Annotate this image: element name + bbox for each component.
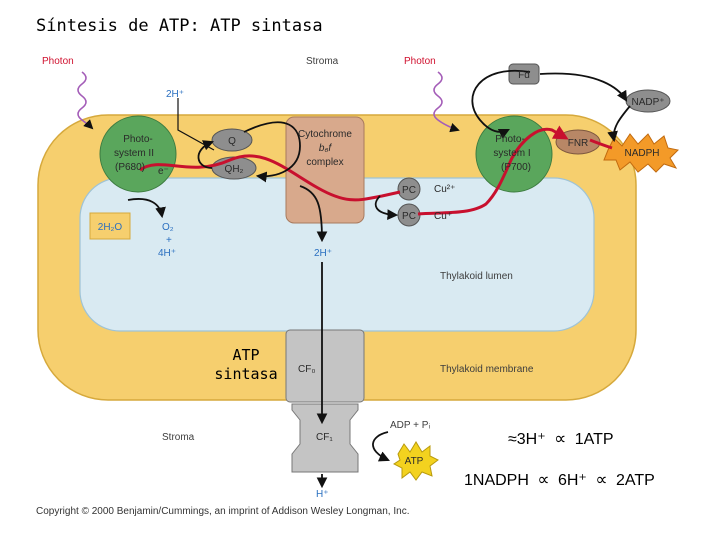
photosystem-ii [99,115,177,193]
water-splitting-arrow [127,198,166,219]
plastocyanin-upper [397,177,421,201]
electron-path-fnr [589,138,613,150]
photon-left-label: Photon [42,56,74,67]
stoichiometry-equation-2: 1NADPH ∝ 6H⁺ ∝ 2ATP [464,470,655,490]
pc-cycle-arrow [374,195,399,220]
cytochrome-label-line3: complex [306,157,343,168]
h2-lumen-label: 2H⁺ [314,248,332,259]
eq1-right: 1ATP [574,431,614,448]
adp-pi-label: ADP + Pᵢ [390,420,430,431]
membrane-label: Thylakoid membrane [440,364,534,375]
copyright-notice: Copyright © 2000 Benjamin/Cummings, an i… [36,506,410,517]
o2-label: O₂ [162,222,174,233]
eq2-atp: 2ATP [615,472,655,489]
pc-lower-label: PC [402,211,416,222]
stroma-top-label: Stroma [306,56,339,67]
cf1-label: CF₁ [316,432,333,443]
nadph-burst [603,133,680,173]
eq1-left: ≈3H⁺ [508,431,546,448]
q-cycle-arrow [243,121,301,183]
eq1-relation-symbol: ∝ [554,429,567,448]
psi-label-line1: Photo- [495,134,524,145]
atp-synthase-cf1 [291,403,359,473]
pc-upper-label: PC [402,185,416,196]
psi-label-line3: (P700) [501,162,531,173]
psii-label-line1: Photo- [123,134,152,145]
electron-path [139,154,401,202]
q-return-arrow [197,140,215,169]
cytochrome-label-line2: b₆f [319,143,333,154]
eq2-nadph: 1NADPH [464,472,529,489]
cf0-label: CF₀ [298,364,315,375]
eq2-protons: 6H⁺ [557,472,587,489]
cytochrome-label-line1: Cytochrome [298,129,352,140]
psi-label-line2: system I [493,148,530,159]
cyclic-flow-arrow [471,69,531,139]
electron-label: e⁻ [158,166,169,177]
nadp-reduction-arrow [607,105,631,143]
cu2-label: Cu²⁺ [434,184,455,195]
atp-synthase-label-line1: ATP [232,346,260,364]
psii-label-line2: system II [114,148,154,159]
page-title: Síntesis de ATP: ATP sintasa [36,16,323,36]
h-out-label: H⁺ [316,489,329,500]
nadp-plus-label: NADP⁺ [631,97,664,108]
stroma-bottom-label: Stroma [162,432,195,443]
plastoquinone-q [211,128,253,152]
h4-label: 4H⁺ [158,248,176,259]
cu1-label: Cu⁺ [434,211,452,222]
photon-right-wave [433,71,460,133]
atp-synthase-cf0 [285,329,365,403]
adp-to-atp-arrow [372,431,390,462]
atp-synthase-label: ATP sintasa [214,346,278,384]
fd-to-nadp-arrow [539,72,628,102]
photon-right-label: Photon [404,56,436,67]
eq2-relation-symbol-1: ∝ [537,470,550,489]
lumen-label: Thylakoid lumen [440,271,513,282]
electron-path-psi [417,125,569,216]
h2-top-label: 2H⁺ [166,89,184,100]
atp-synthase-label-line2: sintasa [214,365,278,383]
atp-burst [393,441,439,481]
stoichiometry-equation-1: ≈3H⁺ ∝ 1ATP [508,429,614,449]
q-label: Q [228,136,236,147]
nadph-label: NADPH [624,148,659,159]
fnr-label: FNR [568,138,589,149]
cytochrome-proton-arrow [299,185,328,243]
ferredoxin-fd [508,63,540,85]
fd-label: Fd [518,70,530,81]
photon-left-wave [77,71,94,130]
water-box [89,212,131,240]
water-label: 2H₂O [98,222,123,233]
psii-label-line3: (P680) [115,162,145,173]
eq2-relation-symbol-2: ∝ [595,470,608,489]
plus-label: + [166,235,172,246]
atp-product-label: ATP [405,456,424,467]
qh2-label: QH₂ [225,164,244,175]
